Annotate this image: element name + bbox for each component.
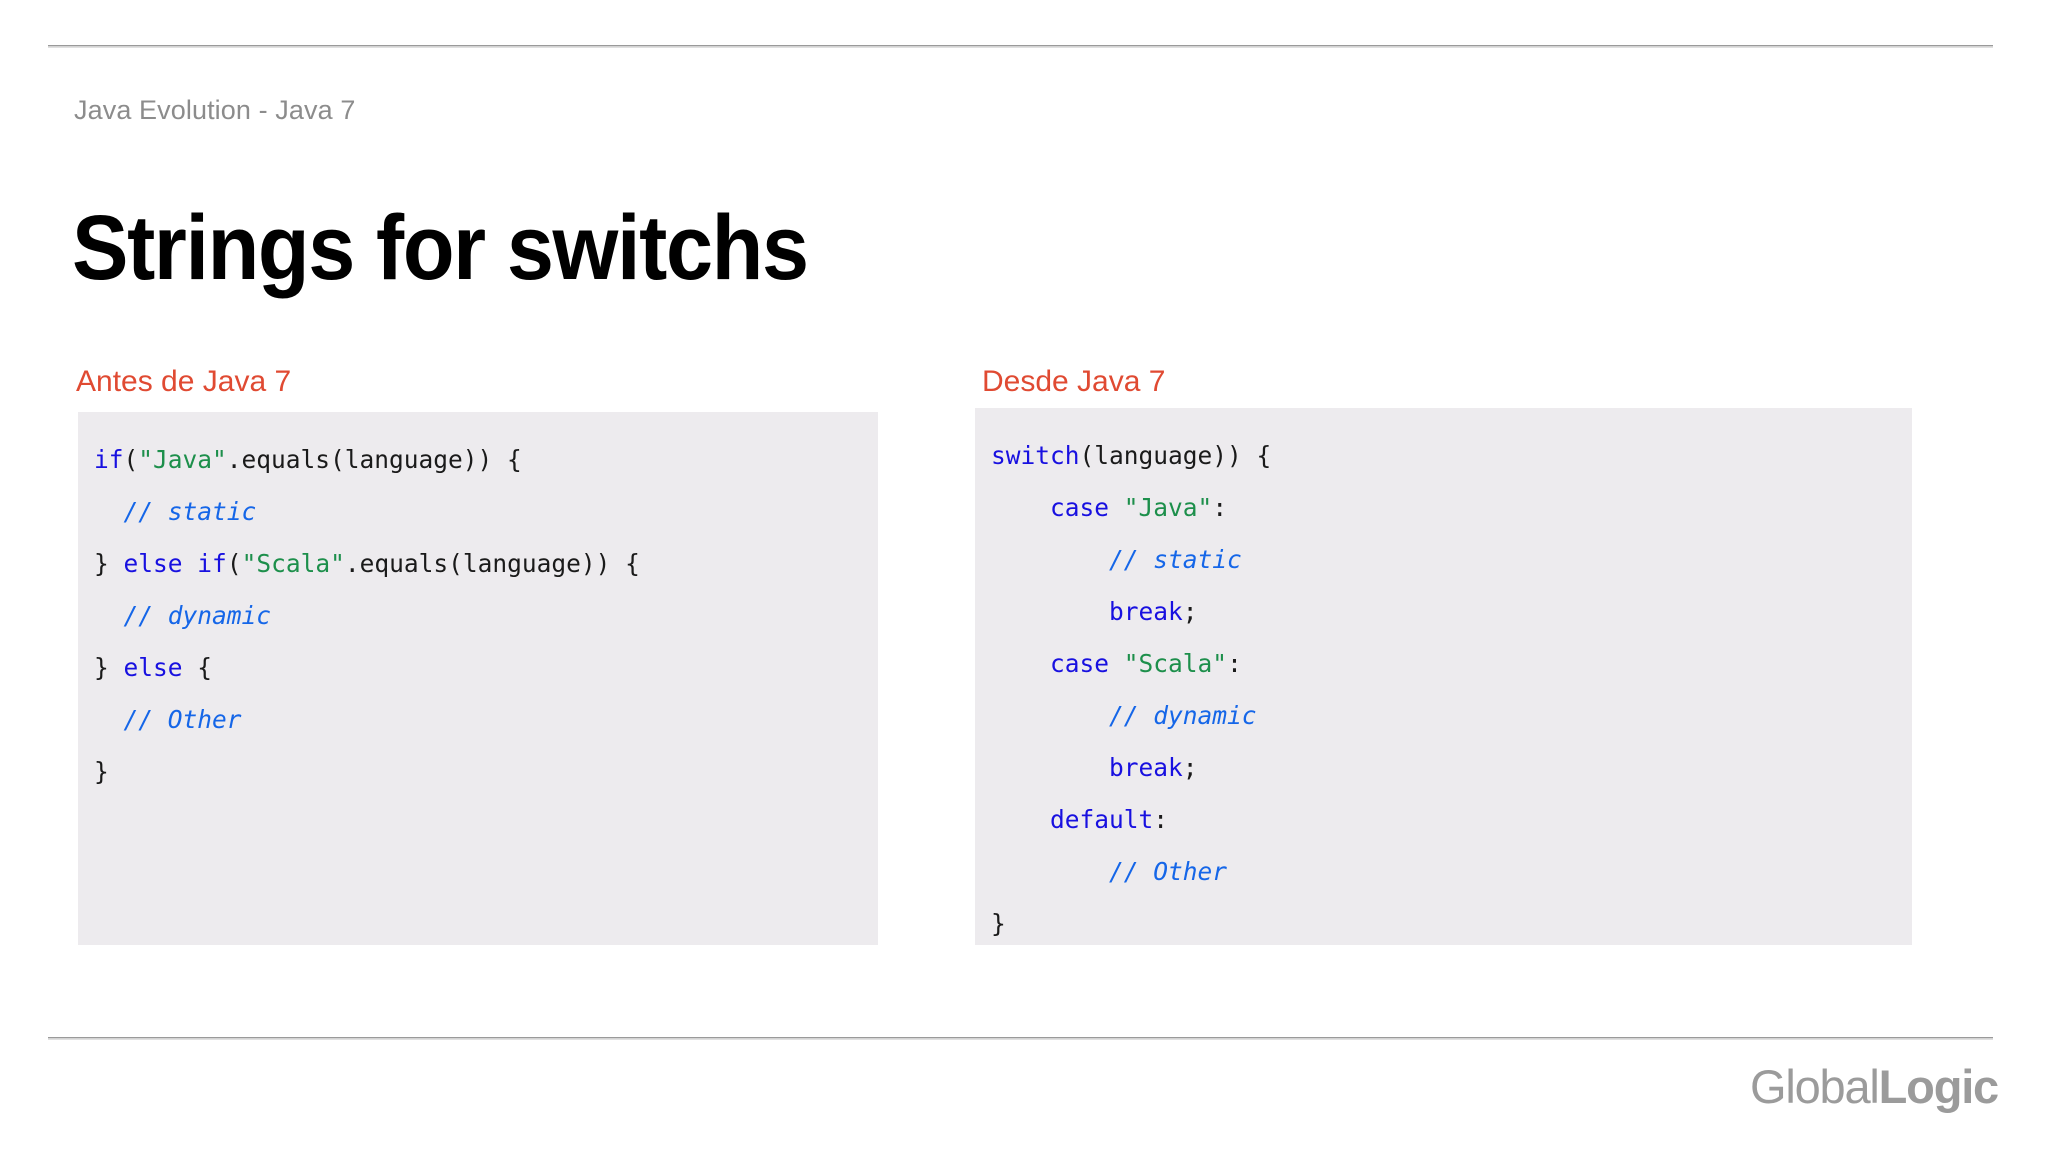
- code-token-str: "Java": [138, 445, 227, 474]
- slide-eyebrow: Java Evolution - Java 7: [74, 95, 356, 125]
- code-token-pl: .equals(language)) {: [226, 445, 522, 474]
- code-line: // Other: [991, 846, 1912, 898]
- code-token-cmt: // Other: [1109, 857, 1228, 886]
- footer-divider: [48, 1037, 1993, 1040]
- code-line: // Other: [94, 694, 878, 746]
- code-token-pl: [991, 805, 1050, 834]
- code-token-pl: [1109, 493, 1124, 522]
- code-token-pl: }: [94, 653, 124, 682]
- code-token-kw: if: [94, 445, 124, 474]
- code-line: // static: [991, 534, 1912, 586]
- code-token-pl: (language)) {: [1079, 441, 1272, 470]
- code-token-pl: [991, 493, 1050, 522]
- code-token-cmt: // dynamic: [123, 601, 272, 630]
- code-line: } else if("Scala".equals(language)) {: [94, 538, 878, 590]
- code-token-kw: break: [1109, 597, 1183, 626]
- page-title: Strings for switchs: [72, 196, 809, 299]
- code-line: }: [94, 746, 878, 798]
- code-token-kw: switch: [991, 441, 1080, 470]
- logo-text-logic: Logic: [1878, 1060, 2000, 1113]
- code-line: }: [991, 898, 1912, 945]
- column-heading-before: Antes de Java 7: [76, 365, 292, 398]
- code-token-kw: else: [123, 653, 183, 682]
- code-token-pl: (: [226, 549, 242, 578]
- code-token-pl: [991, 597, 1109, 626]
- code-token-pl: (: [123, 445, 139, 474]
- code-token-cmt: // static: [1109, 545, 1242, 574]
- code-token-pl: :: [1153, 805, 1169, 834]
- code-token-pl: [991, 649, 1050, 678]
- code-token-str: "Java": [1123, 493, 1213, 522]
- code-line: switch(language)) {: [991, 430, 1912, 482]
- code-token-str: "Scala": [241, 549, 345, 578]
- globallogic-logo: GlobalLogic: [1750, 1060, 2000, 1113]
- code-token-kw: case: [1050, 649, 1110, 678]
- code-token-kw: default: [1050, 805, 1154, 834]
- code-line: if("Java".equals(language)) {: [94, 434, 878, 486]
- code-token-pl: }: [94, 549, 124, 578]
- code-line: break;: [991, 742, 1912, 794]
- code-token-pl: .equals(language)) {: [344, 549, 640, 578]
- code-token-pl: [94, 705, 124, 734]
- code-token-cmt: // dynamic: [1109, 701, 1257, 730]
- code-token-kw: if: [197, 549, 227, 578]
- code-token-kw: else: [123, 549, 183, 578]
- code-token-pl: [991, 753, 1109, 782]
- column-heading-since: Desde Java 7: [982, 365, 1166, 398]
- code-token-pl: [991, 701, 1109, 730]
- code-line: break;: [991, 586, 1912, 638]
- code-token-pl: [94, 497, 124, 526]
- code-block-before: if("Java".equals(language)) { // static}…: [78, 412, 878, 945]
- logo-text-global: Global: [1750, 1060, 1880, 1113]
- code-token-pl: :: [1212, 493, 1228, 522]
- code-token-pl: [1109, 649, 1124, 678]
- code-line: } else {: [94, 642, 878, 694]
- code-line: case "Scala":: [991, 638, 1912, 690]
- code-token-pl: :: [1227, 649, 1242, 678]
- code-token-pl: }: [94, 757, 109, 786]
- code-token-cmt: // Other: [123, 705, 242, 734]
- header-divider: [48, 45, 1993, 48]
- code-line: case "Java":: [991, 482, 1912, 534]
- code-token-pl: [991, 545, 1109, 574]
- code-token-pl: [94, 601, 124, 630]
- code-line: default:: [991, 794, 1912, 846]
- code-token-cmt: // static: [123, 497, 257, 526]
- code-token-pl: }: [991, 909, 1006, 938]
- code-token-pl: [991, 857, 1109, 886]
- code-token-kw: break: [1109, 753, 1183, 782]
- code-token-pl: [183, 549, 198, 578]
- code-line: // dynamic: [991, 690, 1912, 742]
- code-block-since: switch(language)) { case "Java": // stat…: [975, 408, 1912, 945]
- code-token-pl: {: [182, 653, 213, 682]
- code-token-str: "Scala": [1123, 649, 1228, 678]
- code-line: // dynamic: [94, 590, 878, 642]
- code-token-kw: case: [1050, 493, 1110, 522]
- code-line: // static: [94, 486, 878, 538]
- code-token-pl: ;: [1182, 597, 1198, 626]
- code-token-pl: ;: [1182, 753, 1198, 782]
